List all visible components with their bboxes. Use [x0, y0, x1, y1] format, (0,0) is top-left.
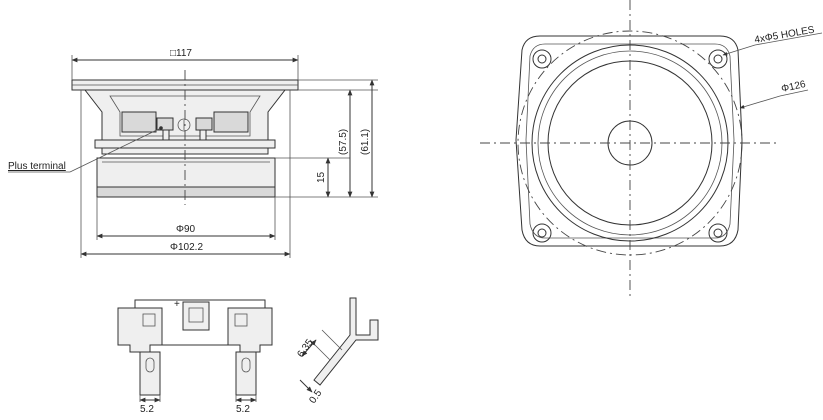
tab-left — [139, 351, 161, 396]
terminal-right — [195, 117, 213, 131]
terminal-center-box — [182, 301, 210, 331]
dim-tab-right: 5.2 — [236, 404, 250, 415]
frame-outline — [515, 35, 743, 247]
mount-hole-br — [708, 223, 728, 243]
terminal-lug-right — [227, 307, 273, 353]
dim-dia-90: Φ90 — [176, 224, 196, 235]
plus-terminal-label: Plus terminal — [8, 161, 66, 172]
front-view: 4xΦ5 HOLES Φ126 — [480, 0, 823, 300]
dim-square-117: □117 — [170, 48, 192, 59]
terminal-side-profile — [313, 297, 379, 386]
holes-label: 4xΦ5 HOLES — [754, 25, 816, 46]
pcd-label: Φ126 — [780, 79, 807, 95]
dim-magnet-15: 15 — [316, 171, 327, 183]
dim-dia-102-2: Φ102.2 — [170, 242, 203, 253]
plus-mark: + — [174, 299, 180, 310]
side-view: □117 Φ90 Φ102.2 (57.5) (61.1) 15 Plus te… — [8, 48, 378, 258]
magnet-back-plate — [96, 186, 276, 198]
dim-depth-61-1: (61.1) — [360, 129, 371, 155]
dim-width-6-35: 6.35 — [295, 337, 315, 360]
dim-tab-left: 5.2 — [140, 404, 154, 415]
terminal-detail-side: 6.35 0.5 — [295, 297, 379, 406]
mount-hole-tr — [708, 49, 728, 69]
mount-hole-bl — [532, 223, 552, 243]
mount-hole-tl — [532, 49, 552, 69]
terminal-detail-front: + 5.2 5.2 — [117, 299, 273, 415]
dim-depth-57-5: (57.5) — [338, 129, 349, 155]
tab-right — [235, 351, 257, 396]
